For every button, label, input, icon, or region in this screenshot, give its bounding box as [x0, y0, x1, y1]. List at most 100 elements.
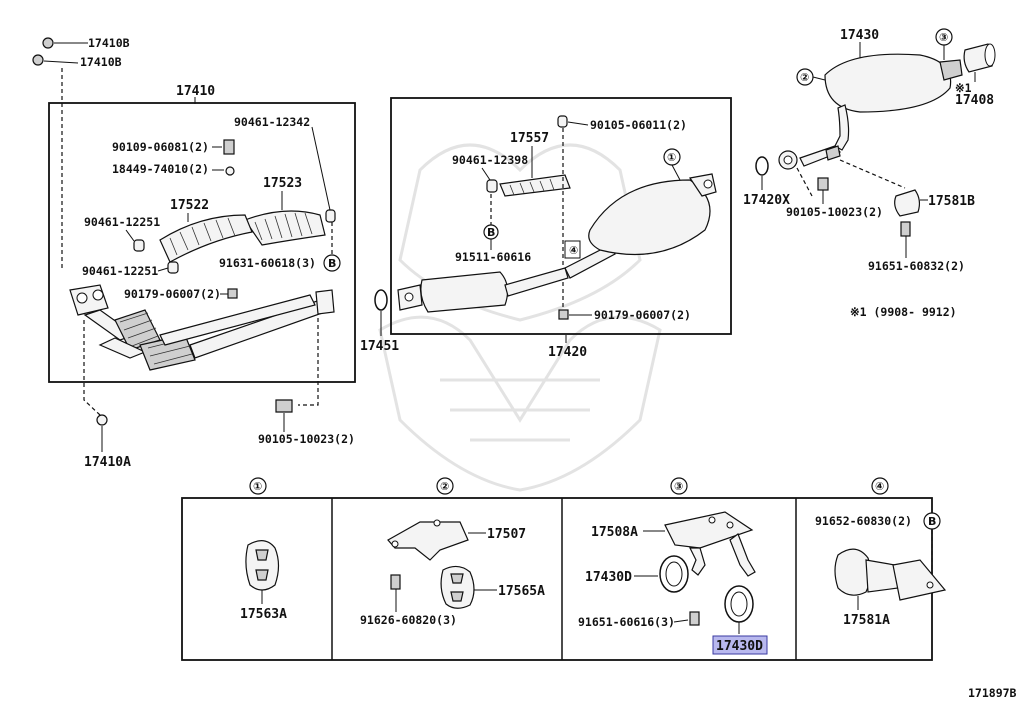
- label-90461-12398[interactable]: 90461-12398: [452, 153, 528, 167]
- label-91631-60618[interactable]: 91631-60618(3): [219, 256, 316, 270]
- bracket-17507-icon: [387, 521, 469, 561]
- panel-4-callout-text: ④: [875, 480, 884, 493]
- group-17420-frame: [390, 97, 732, 335]
- label-17420X[interactable]: 17420X: [743, 193, 790, 208]
- label-90109-06081[interactable]: 90109-06081(2): [112, 140, 209, 154]
- label-17420[interactable]: 17420: [548, 345, 587, 360]
- callout-2-text: ②: [800, 71, 809, 84]
- rubber-mount-17563A-icon: [245, 540, 280, 591]
- label-90105-06011[interactable]: 90105-06011(2): [590, 118, 687, 132]
- panel-1-callout-text: ①: [253, 480, 262, 493]
- gasket-17420X-icon: [755, 156, 769, 176]
- panel-3: 17508A 17430D 91651-60616(3) 17430D: [578, 511, 768, 655]
- label-17565A[interactable]: 17565A: [498, 584, 545, 599]
- label-90461-12251-a[interactable]: 90461-12251: [84, 215, 160, 229]
- label-17410B-1[interactable]: 17410B: [88, 36, 130, 50]
- label-90179-06007-b[interactable]: 90179-06007(2): [594, 308, 691, 322]
- group-17451: 17451: [360, 289, 399, 354]
- panel-3-callout-text: ③: [674, 480, 683, 493]
- label-91626-60820[interactable]: 91626-60820(3): [360, 613, 457, 627]
- group-17420: 17557 90105-06011(2) 90461-12398 B 91511…: [390, 97, 732, 360]
- panel-1-callout-icon: [249, 477, 267, 495]
- label-91651-60616[interactable]: 91651-60616(3): [578, 615, 675, 629]
- label-18449-74010[interactable]: 18449-74010(2): [112, 162, 209, 176]
- heat-shield-17522-icon: [159, 214, 253, 263]
- label-91511-60616[interactable]: 91511-60616: [455, 250, 531, 264]
- detail-panels: ① ② ③ ④ 17563A 17507 91626-60820(3): [181, 477, 947, 661]
- gasket-17451-icon: [374, 289, 388, 311]
- label-17430D-a[interactable]: 17430D: [585, 570, 632, 585]
- label-17408[interactable]: 17408: [955, 93, 994, 108]
- bolt-icon: [223, 139, 235, 155]
- label-90179-06007-a[interactable]: 90179-06007(2): [124, 287, 221, 301]
- bolt-icon: [390, 574, 401, 590]
- label-17410B-2[interactable]: 17410B: [80, 55, 122, 69]
- callout-3-text: ③: [939, 31, 948, 44]
- label-17408-mark[interactable]: ※1: [955, 81, 972, 95]
- callout-4-box: [564, 240, 581, 259]
- label-17522[interactable]: 17522: [170, 198, 209, 213]
- callout-b-text: B: [487, 226, 495, 239]
- label-17507[interactable]: 17507: [487, 527, 526, 542]
- label-17430D-b[interactable]: 17430D: [716, 639, 763, 654]
- panel-1: 17563A: [240, 540, 287, 622]
- callout-b-icon: [323, 254, 341, 272]
- heat-insulator-17557-icon: [499, 174, 571, 197]
- label-91652-60830[interactable]: 91652-60830(2): [815, 514, 912, 528]
- panel-4-callout-icon: [871, 477, 889, 495]
- gasket-icon: [96, 414, 108, 426]
- hanger-17581B-icon: [894, 189, 921, 217]
- label-90105-10023-a[interactable]: 90105-10023(2): [258, 432, 355, 446]
- callout-b-text: B: [928, 515, 936, 528]
- label-17508A[interactable]: 17508A: [591, 525, 638, 540]
- nut-icon: [42, 37, 54, 49]
- label-17451[interactable]: 17451: [360, 339, 399, 354]
- bracket-17508A-icon: [664, 511, 754, 549]
- rubber-mount-17565A-icon: [440, 565, 475, 609]
- bolt-icon: [486, 179, 498, 193]
- panel-2-callout-text: ②: [440, 480, 449, 493]
- bolt-icon: [275, 399, 293, 413]
- label-17563A[interactable]: 17563A: [240, 607, 287, 622]
- highlight-17430D: [712, 635, 768, 655]
- tail-pipe-tip-17408-icon: [963, 43, 996, 73]
- bolt-icon: [900, 221, 911, 237]
- nut-icon: [558, 309, 569, 320]
- production-note: ※1 (9908- 9912): [850, 305, 957, 319]
- hanger-17581A-icon: [834, 548, 872, 596]
- nut-icon: [227, 288, 238, 299]
- tail-muffler-17430-icon: [778, 53, 963, 170]
- bolt-icon: [689, 611, 700, 626]
- front-pipe-17410-icon: [69, 284, 335, 371]
- bolt-icon: [133, 239, 145, 252]
- label-17410[interactable]: 17410: [176, 84, 215, 99]
- label-17410A[interactable]: 17410A: [84, 455, 131, 470]
- callout-4-text: ④: [569, 244, 578, 257]
- callout-b-text: B: [328, 257, 336, 270]
- callout-b-icon: [923, 512, 941, 530]
- nut-icon: [32, 54, 44, 66]
- label-17430[interactable]: 17430: [840, 28, 879, 43]
- group-17410-frame: [48, 102, 356, 383]
- bolt-icon: [167, 261, 179, 274]
- panel-2: 17507 91626-60820(3) 17565A: [360, 519, 545, 627]
- label-17581A[interactable]: 17581A: [843, 613, 890, 628]
- label-17523[interactable]: 17523: [263, 176, 302, 191]
- label-90461-12342[interactable]: 90461-12342: [234, 115, 310, 129]
- callout-1-text: ①: [667, 151, 676, 164]
- bolt-icon: [325, 209, 336, 223]
- bolt-icon: [557, 115, 568, 128]
- label-17557[interactable]: 17557: [510, 131, 549, 146]
- group-17430: 17430 ③ ② ※1 17408 17420X: [743, 28, 996, 319]
- label-90105-10023-b[interactable]: 90105-10023(2): [786, 205, 883, 219]
- diagram-id: 171897B: [968, 686, 1017, 700]
- panel-2-callout-icon: [436, 477, 454, 495]
- label-91651-60832[interactable]: 91651-60832(2): [868, 259, 965, 273]
- group-17410: 17410B 17410B 17410 90461-12342 90109-06…: [32, 36, 356, 470]
- label-17581B[interactable]: 17581B: [928, 194, 975, 209]
- panel-3-callout-icon: [670, 477, 688, 495]
- washer-icon: [225, 166, 235, 176]
- label-90461-12251-b[interactable]: 90461-12251: [82, 264, 158, 278]
- center-pipe-17420-icon: [397, 173, 717, 313]
